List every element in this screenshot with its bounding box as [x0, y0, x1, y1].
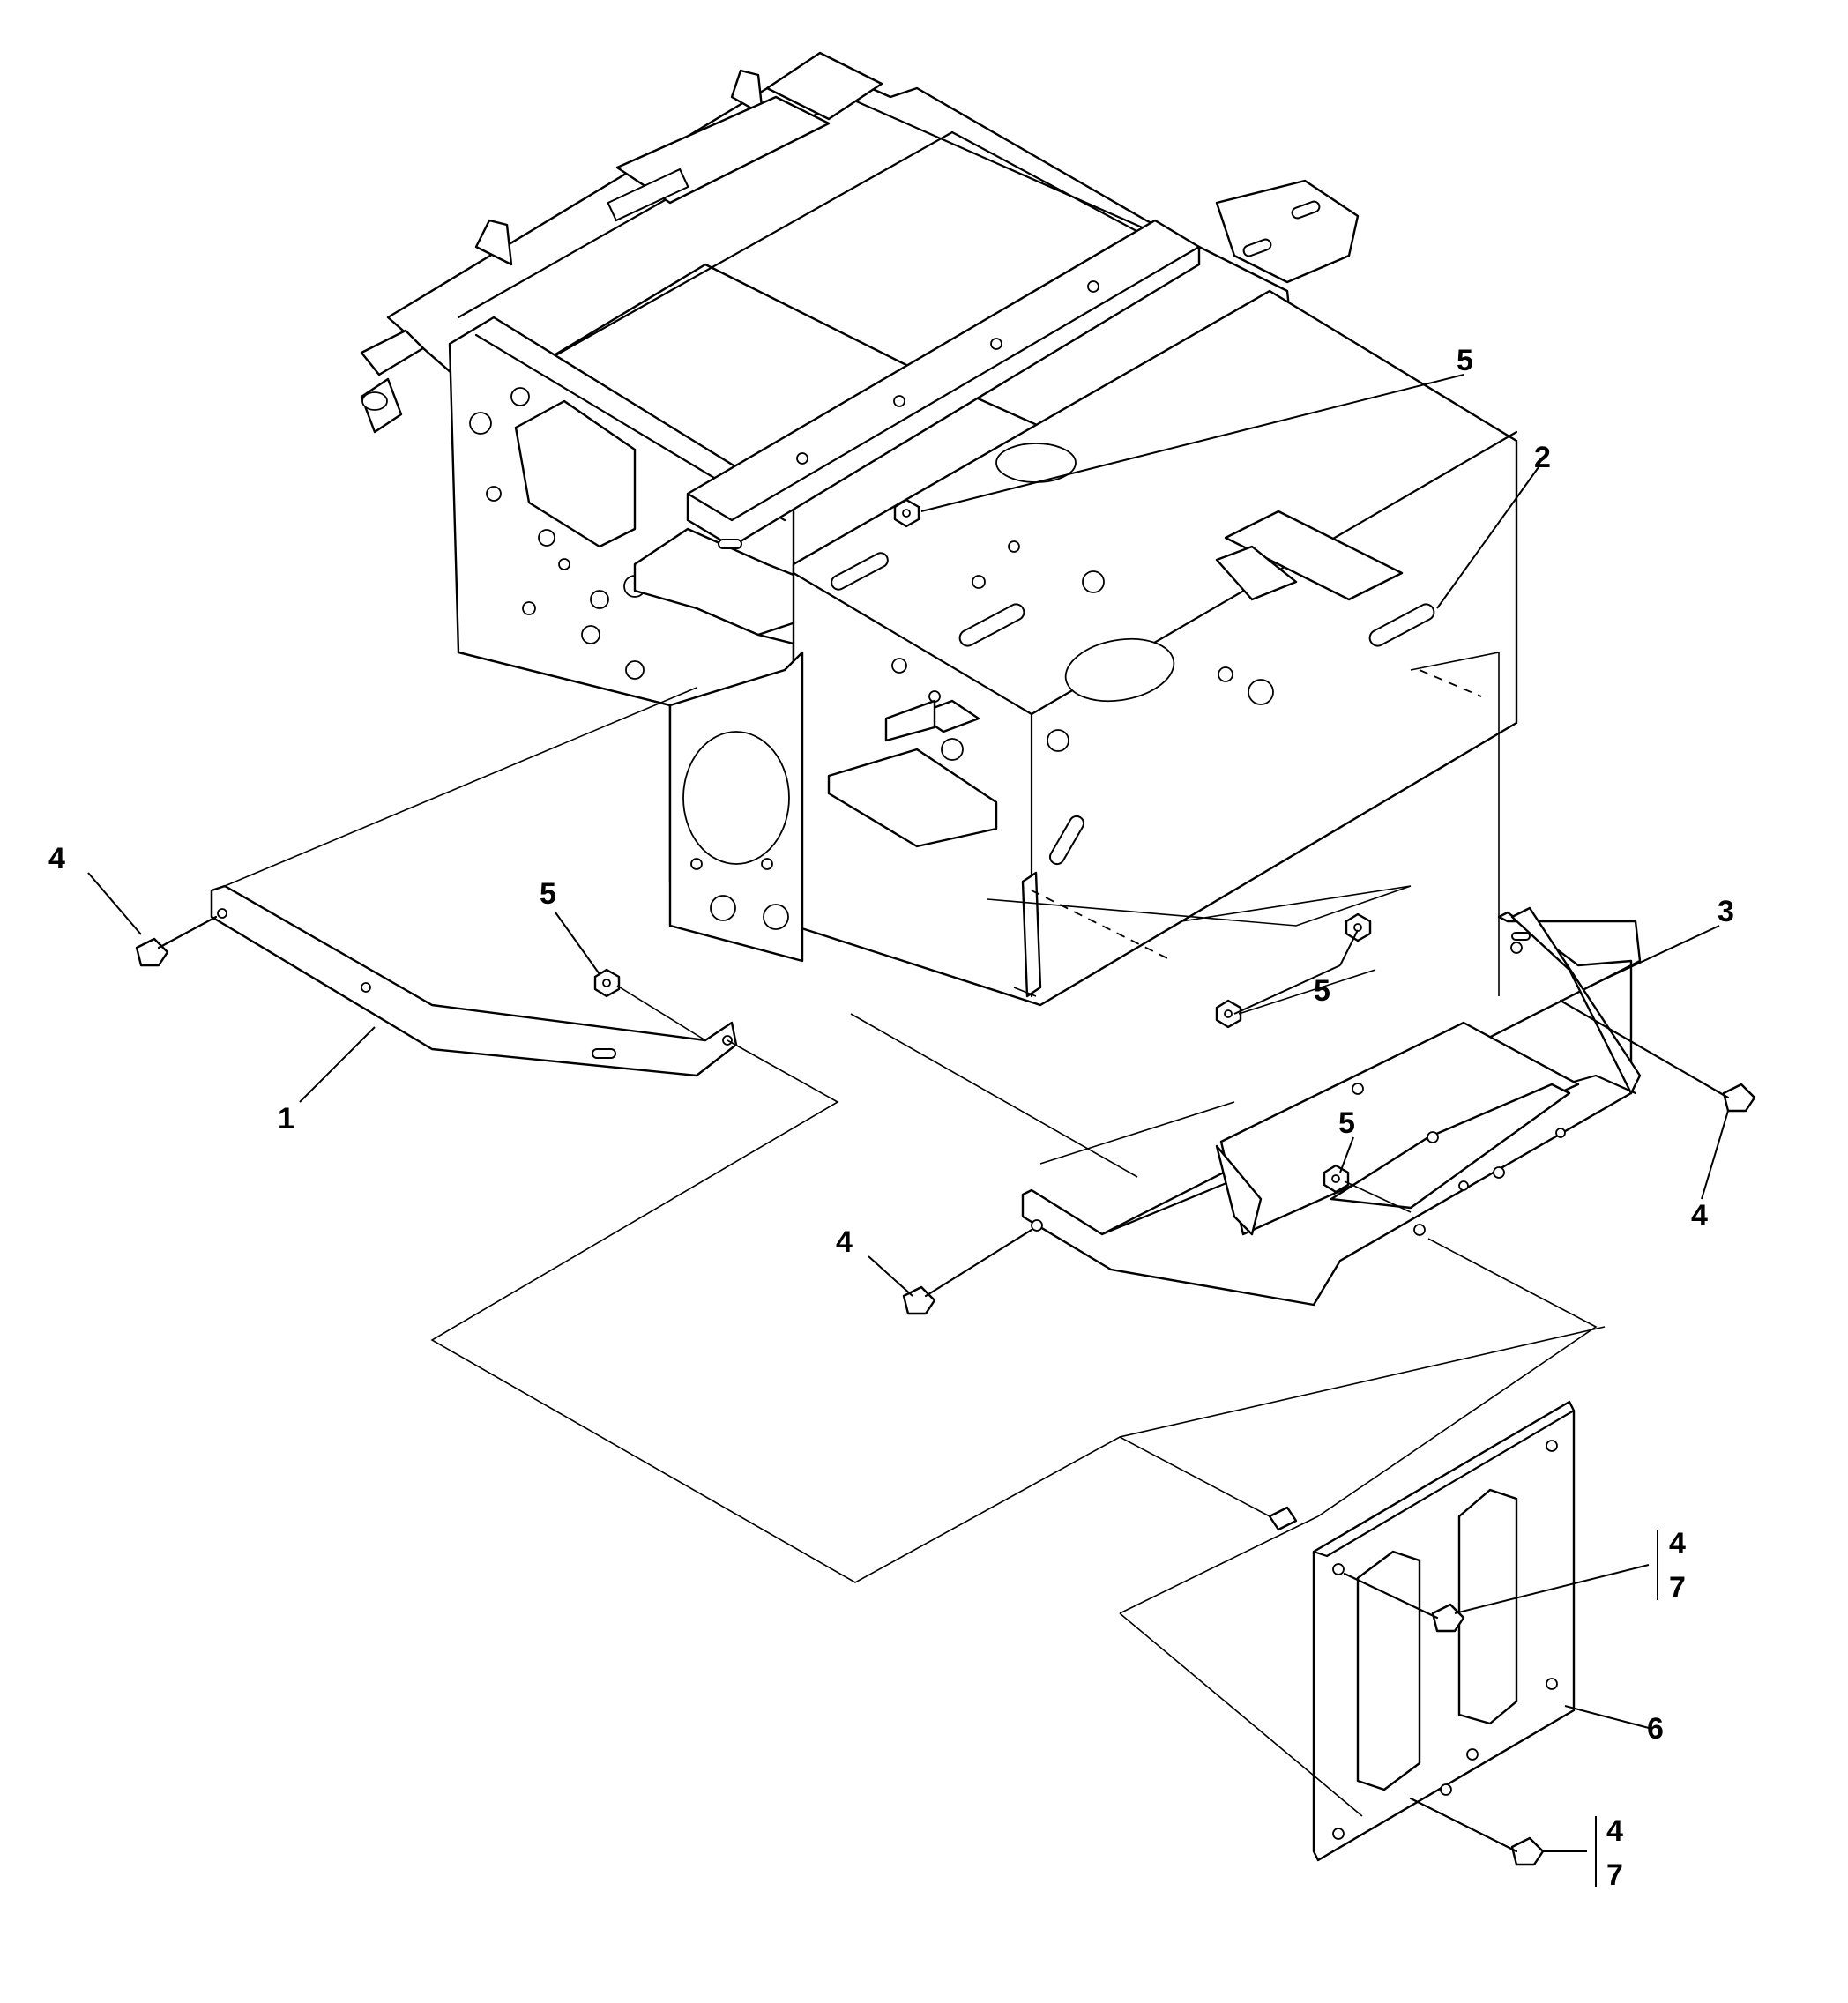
- bolt-icon: [902, 1228, 1033, 1315]
- callout-6: 6: [1647, 1712, 1664, 1746]
- nut-icon: [893, 498, 920, 528]
- callout-5: 5: [1314, 974, 1330, 1008]
- plate-item-6: [1268, 1400, 1576, 1862]
- nut-icon: [593, 968, 706, 1041]
- bolt-icon: [1343, 1572, 1465, 1633]
- bar-item-1: [210, 884, 738, 1077]
- callout-5: 5: [1338, 1106, 1355, 1140]
- callout-4: 4: [48, 842, 65, 875]
- callout-2: 2: [1534, 441, 1551, 474]
- callout-3: 3: [1718, 895, 1734, 928]
- assembly-lines: [224, 652, 1606, 1817]
- bolt-icon: [1409, 1797, 1545, 1866]
- nut-icon: [1215, 969, 1376, 1029]
- fasteners: [135, 498, 1756, 1866]
- callout-1: 1: [278, 1102, 294, 1136]
- callout-4: 4: [836, 1225, 853, 1259]
- nut-icon: [1345, 912, 1372, 942]
- callout-4: 4: [1606, 1814, 1623, 1848]
- nut-icon: [1323, 1164, 1412, 1213]
- callout-7: 7: [1606, 1858, 1623, 1892]
- callout-7: 7: [1669, 1571, 1686, 1605]
- bolt-icon: [1559, 999, 1756, 1113]
- callout-leaders: [87, 374, 1729, 1887]
- main-frame: [360, 51, 1518, 1007]
- callout-labels: 1 2 3 4 4 4 4 4 5 5 5 5 6 7 7: [48, 344, 1734, 1892]
- callout-4: 4: [1669, 1527, 1686, 1560]
- bolt-icon: [135, 915, 218, 967]
- callout-4: 4: [1691, 1199, 1708, 1232]
- callout-5: 5: [1457, 344, 1473, 377]
- bracket-item-3: [1021, 906, 1642, 1307]
- callout-5: 5: [540, 877, 556, 911]
